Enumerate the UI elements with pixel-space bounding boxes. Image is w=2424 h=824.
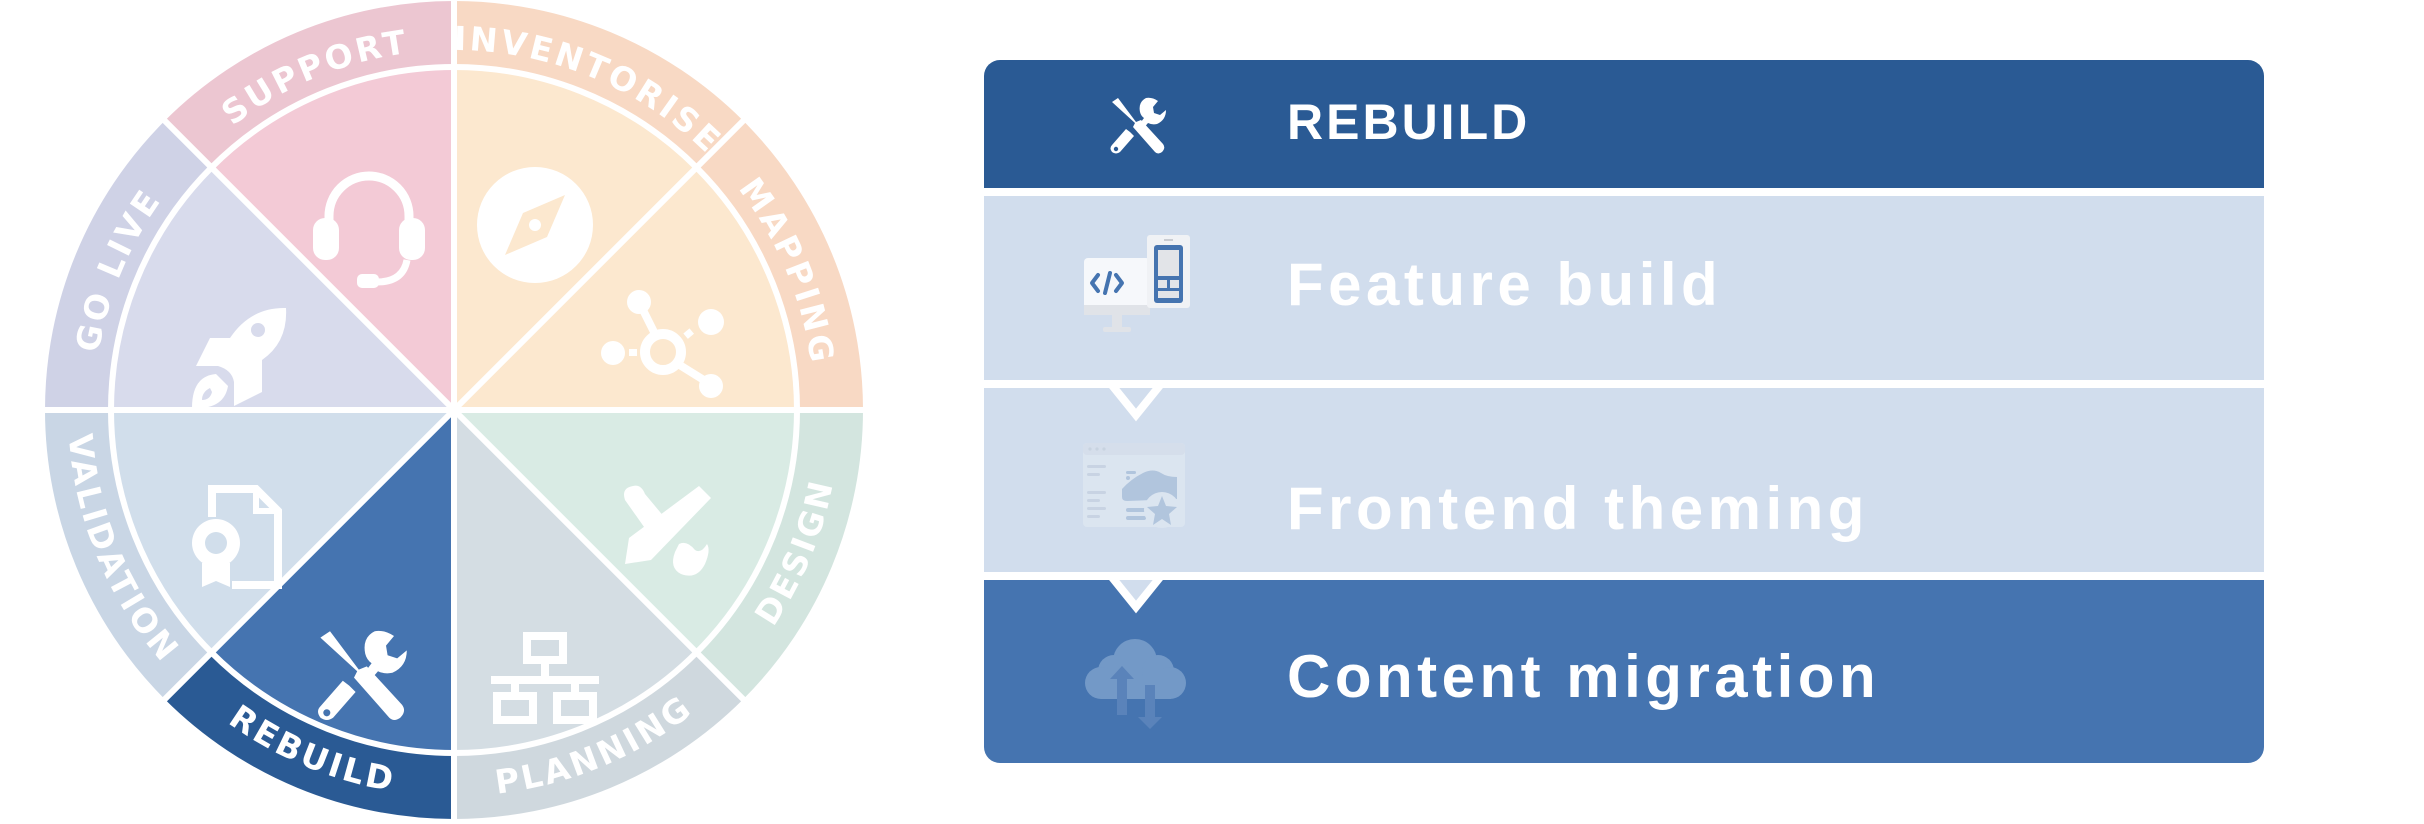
- step-frontend-theming[interactable]: Frontend theming: [984, 388, 2264, 572]
- compass-icon: [477, 167, 593, 283]
- wheel-sector-go-live[interactable]: [111, 167, 454, 410]
- wheel-dividers: [43, 0, 865, 821]
- headset-icon: [313, 171, 425, 288]
- tools-icon: [1110, 97, 1166, 154]
- wheel-sector-planning[interactable]: [454, 410, 697, 753]
- pencil-brush-icon: [624, 485, 711, 576]
- wheel-ring-segment-planning[interactable]: [454, 652, 744, 819]
- wheel-ring-segment-inventorise[interactable]: [454, 1, 744, 168]
- code-devices-icon: [1084, 235, 1190, 332]
- panel-header: REBUILD: [984, 60, 2264, 188]
- theme-window-icon: [1083, 443, 1185, 528]
- tools-icon: [318, 630, 407, 720]
- step-label: Content migration: [1287, 643, 1881, 710]
- step-label: Feature build: [1287, 251, 1723, 318]
- sitemap-icon: [491, 632, 599, 724]
- wheel-ring-segment-rebuild[interactable]: [164, 652, 454, 819]
- wheel-ring-segment-mapping[interactable]: [696, 120, 863, 410]
- certificate-document-icon: [192, 485, 282, 589]
- network-nodes-icon: [601, 290, 724, 398]
- wheel-ring-segment-go-live[interactable]: [45, 120, 212, 410]
- step-feature-build[interactable]: Feature build: [984, 196, 2264, 380]
- wheel-sector-mapping[interactable]: [454, 167, 797, 410]
- rocket-icon: [192, 308, 287, 409]
- wheel-ring-segment-support[interactable]: [164, 1, 454, 168]
- cloud-transfer-icon: [1085, 639, 1186, 729]
- wheel-sector-design[interactable]: [454, 410, 797, 653]
- wheel-ring-segment-design[interactable]: [696, 410, 863, 700]
- step-label: Frontend theming: [1287, 475, 1869, 542]
- wheel-sector-validation[interactable]: [111, 410, 454, 653]
- panel-header-title: REBUILD: [1287, 94, 1531, 150]
- rebuild-stage-panel: REBUILD Feature build: [984, 60, 2264, 763]
- step-content-migration[interactable]: Content migration: [984, 580, 2264, 763]
- wheel-ring-segment-validation[interactable]: [45, 410, 212, 700]
